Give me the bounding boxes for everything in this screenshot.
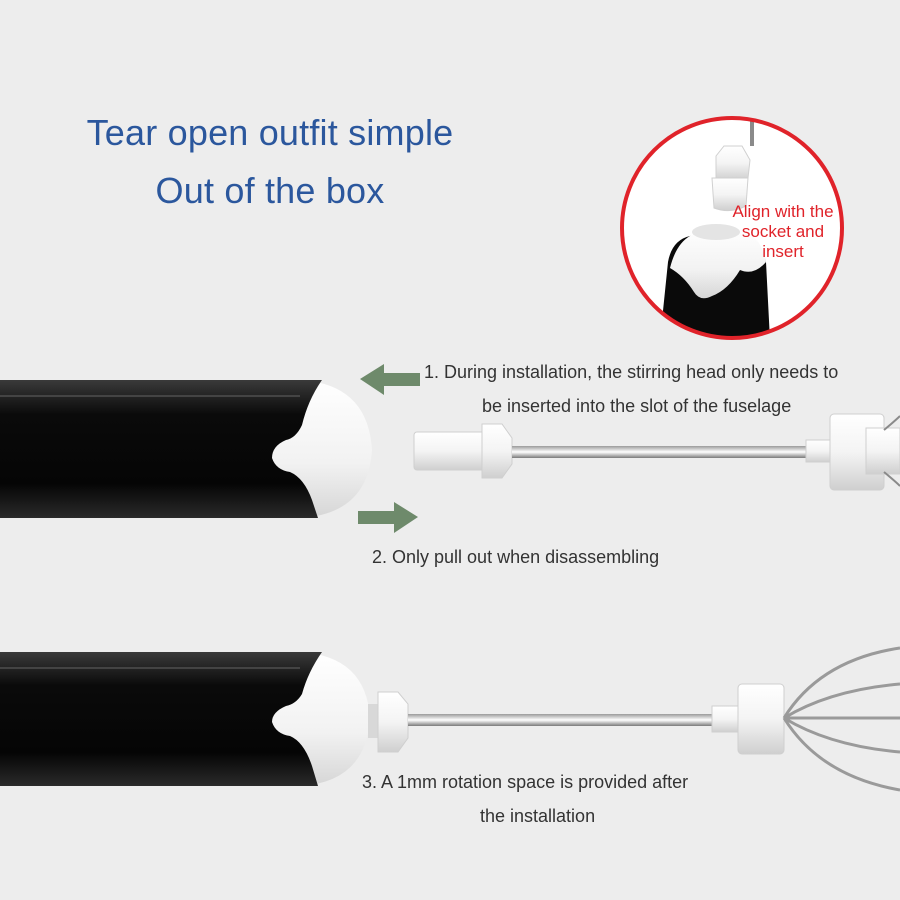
step-3-text: 3. A 1mm rotation space is provided afte… (362, 772, 689, 792)
step-1-text-cont: be inserted into the slot of the fuselag… (482, 396, 792, 416)
step-1-text: 1. During installation, the stirring hea… (424, 362, 839, 382)
page-subtitle: Out of the box (155, 170, 385, 211)
stirring-head-detached (413, 413, 900, 491)
arrow-left-icon (360, 364, 420, 395)
step-3-text-cont: the installation (480, 806, 596, 826)
callout-magnifier (620, 116, 844, 340)
frother-handle-1 (0, 380, 372, 518)
callout-line-2: socket and (741, 222, 825, 241)
arrow-right-icon (358, 502, 418, 533)
stirring-head-installed (368, 646, 900, 792)
step-2-text: 2. Only pull out when disassembling (372, 547, 660, 567)
callout-line-3: insert (762, 242, 804, 261)
callout-line-1: Align with the (732, 202, 834, 221)
frother-handle-2 (0, 652, 370, 786)
page-title: Tear open outfit simple (86, 112, 454, 153)
callout-text: Align with the socket and insert (718, 202, 848, 262)
